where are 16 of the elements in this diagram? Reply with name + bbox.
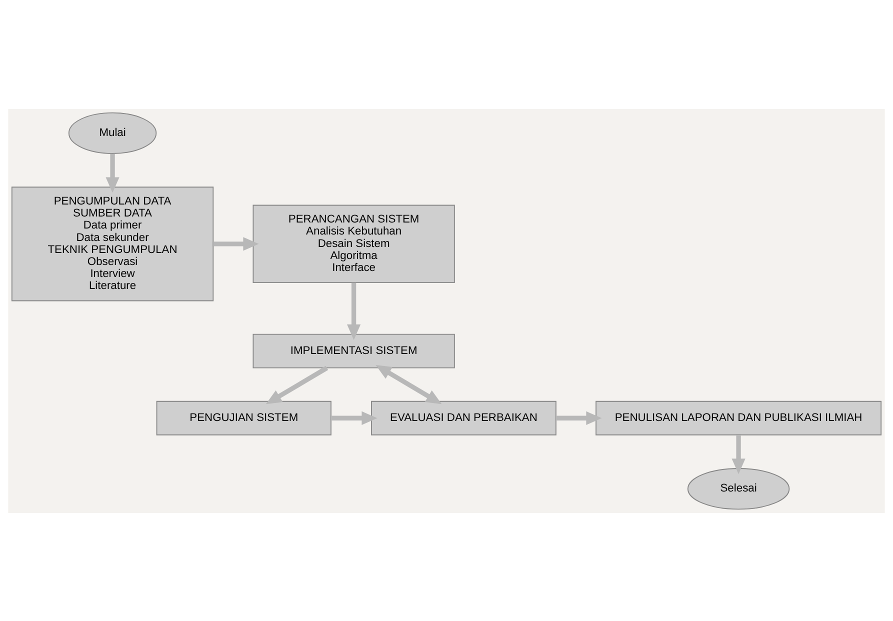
arrow — [376, 364, 442, 404]
node-box: PENULISAN LAPORAN DAN PUBLIKASI ILMIAH — [596, 400, 882, 435]
arrow — [213, 236, 259, 250]
node-box: PENGUMPULAN DATA SUMBER DATA Data primer Data sekunder TEKNIK PENGUMPULAN Observasi Interview Literature — [11, 186, 214, 301]
arrow — [346, 282, 361, 340]
arrow — [266, 365, 328, 404]
node-box: IMPLEMENTASI SISTEM — [252, 333, 455, 368]
node-box: PERANCANGAN SISTEM Analisis Kebutuhan Desain Sistem Algoritma Interface — [252, 204, 455, 283]
node-box: PENGUJIAN SISTEM — [156, 400, 332, 435]
arrow — [556, 410, 602, 424]
arrow — [106, 153, 120, 192]
arrow — [732, 434, 746, 474]
arrow — [331, 410, 378, 424]
node-ellipse: Mulai — [68, 112, 157, 154]
node-ellipse: Selesai — [687, 468, 790, 510]
node-box: EVALUASI DAN PERBAIKAN — [371, 400, 556, 435]
